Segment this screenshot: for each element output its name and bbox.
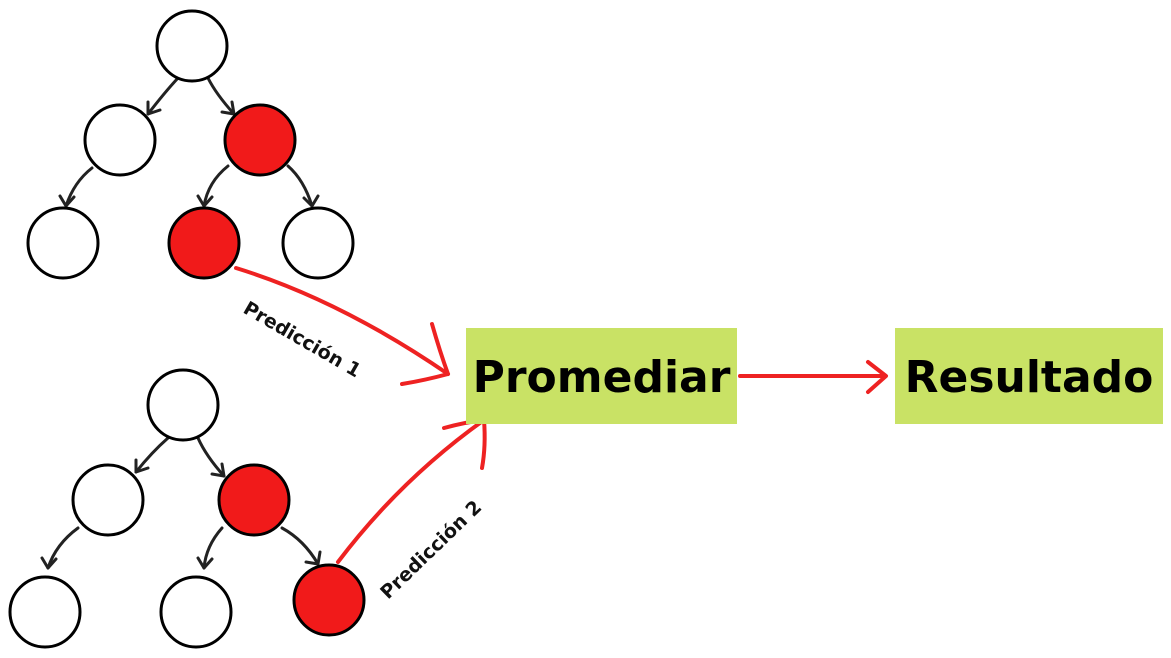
tree-2-left-node	[71, 463, 145, 537]
tree-1-arrowhead-right-rightright	[302, 194, 320, 208]
tree-1-right-right-leaf	[281, 206, 355, 280]
tree-1-right-node	[223, 103, 297, 177]
prediction-2-arrow	[336, 418, 487, 564]
tree-2-arrowhead-root-right	[210, 462, 226, 478]
result-box: Resultado	[895, 328, 1163, 424]
tree-1-root-node	[155, 9, 229, 83]
tree-2-right-left-leaf	[159, 575, 233, 649]
average-to-result-arrow	[738, 360, 888, 394]
tree-2-root-node	[146, 368, 220, 442]
average-box-background	[466, 328, 737, 424]
tree-2-edge-root-right	[196, 436, 226, 478]
tree-2	[8, 368, 366, 649]
tree-1-arrowhead-root-right	[220, 100, 236, 116]
tree-2-right-node	[217, 463, 291, 537]
tree-1-left-leaf	[26, 206, 100, 280]
tree-2-left-leaf	[8, 575, 82, 649]
tree-2-arrowhead-left-leftleaf	[40, 556, 58, 570]
tree-1-arrowhead-root-left	[146, 100, 162, 116]
average-box-label: Promediar	[473, 352, 731, 403]
tree-2-edge-right-rightright	[280, 526, 320, 566]
tree-1-edge-left-leftleaf	[64, 166, 94, 208]
tree-1-arrowhead-right-rightleft	[196, 194, 214, 208]
prediction-1-arrowhead	[400, 322, 450, 386]
tree-2-edge-left-leftleaf	[46, 526, 80, 570]
result-box-label: Resultado	[905, 352, 1154, 403]
prediction-2-line	[336, 418, 486, 564]
tree-1	[26, 9, 355, 280]
tree-2-arrowhead-right-rightleft	[196, 556, 214, 570]
tree-1-edge-right-rightleft	[202, 164, 230, 208]
tree-1-edge-right-rightright	[286, 164, 314, 208]
prediction-2-label: Predicción 2	[376, 496, 486, 603]
tree-1-edge-root-left	[146, 76, 180, 116]
tree-2-arrowhead-root-left	[134, 458, 150, 474]
tree-2-right-right-leaf	[292, 563, 366, 637]
prediction-1-line	[234, 266, 450, 376]
tree-2-arrowhead-right-rightright	[304, 550, 322, 566]
result-box-background	[895, 328, 1163, 424]
prediction-1-arrow	[234, 266, 450, 386]
average-to-result-arrowhead	[866, 360, 888, 394]
prediction-1-label: Predicción 1	[240, 297, 365, 382]
tree-2-edge-root-left	[134, 436, 170, 474]
tree-1-arrowhead-left-leftleaf	[58, 194, 76, 208]
tree-1-edge-root-right	[206, 76, 236, 116]
tree-1-right-left-leaf	[167, 206, 241, 280]
average-box: Promediar	[466, 328, 737, 424]
tree-1-left-node	[83, 103, 157, 177]
tree-2-edge-right-rightleft	[202, 526, 224, 570]
